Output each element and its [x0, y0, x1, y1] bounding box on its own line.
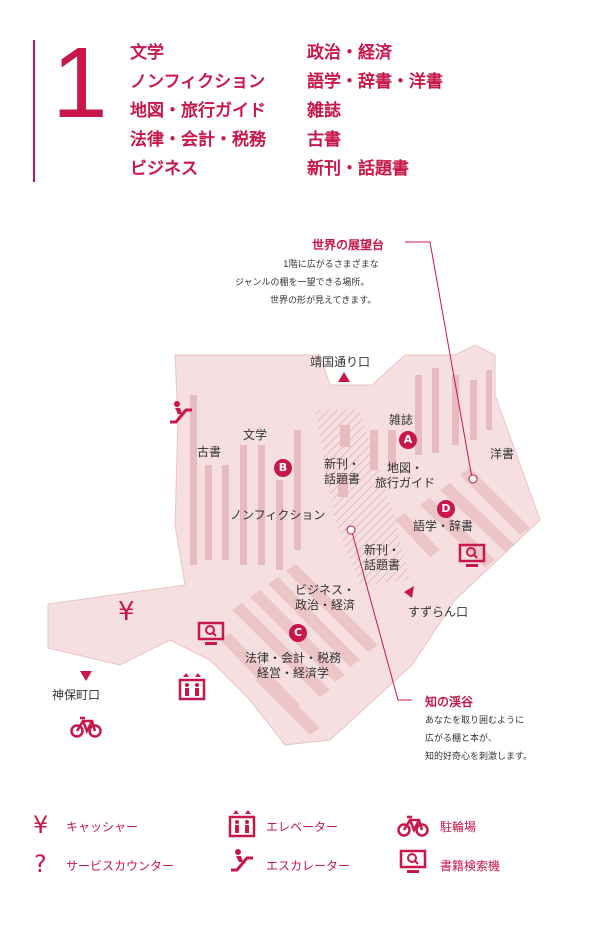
escalator-icon: [231, 849, 253, 872]
zone-a-marker: A: [399, 431, 417, 449]
observatory-callout-line: [405, 241, 473, 479]
observatory-line-1: 1階に広がるさまざまな: [283, 260, 379, 270]
valley-line-3: 知的好奇心を刺激します。: [425, 752, 533, 762]
map-cashier-symbol: ¥: [118, 597, 135, 627]
label-jimbocho-entrance: 神保町口: [52, 688, 101, 702]
label-law-accounting: 法律・会計・税務 経営・経済学: [245, 651, 342, 680]
entrance-jimbocho-marker: [80, 671, 92, 681]
label-business-politics: ビジネス・ 政治・経済: [295, 583, 356, 612]
entrance-yasukuni-marker: [338, 372, 350, 382]
legend-search-label: 書籍検索機: [440, 859, 501, 873]
shelves-left: [190, 368, 492, 570]
floor-number: 1: [52, 27, 108, 139]
search-terminal-icon: [197, 621, 225, 645]
category-nonfiction: ノンフィクション: [130, 72, 266, 92]
label-language-dictionary: 語学・辞書: [413, 519, 474, 533]
label-new-releases-2: 新刊・ 話題書: [364, 543, 401, 572]
category-new-releases: 新刊・話題書: [307, 159, 409, 179]
elevator-icon: [178, 673, 206, 701]
label-yasukuni-entrance: 靖国通り口: [310, 355, 371, 369]
zone-b-marker: B: [274, 459, 292, 477]
category-maps-travel: 地図・旅行ガイド: [130, 101, 266, 121]
category-politics-economy: 政治・経済: [307, 43, 392, 63]
valley-line-2: 広がる棚と本が、: [425, 734, 497, 744]
bicycle-icon: [397, 815, 429, 837]
label-literature: 文学: [243, 428, 268, 442]
zone-c-marker: C: [289, 624, 307, 642]
search-terminal-icon: [458, 543, 486, 567]
legend-bicycle-label: 駐輪場: [440, 820, 477, 834]
valley-title: 知の渓谷: [425, 695, 474, 709]
search-terminal-icon: [399, 849, 427, 873]
category-magazines: 雑誌: [307, 101, 341, 121]
yen-icon: ¥: [33, 811, 49, 839]
label-maps-travel: 地図・ 旅行ガイド: [375, 461, 436, 490]
observatory-line-3: 世界の形が見えてきます。: [270, 296, 377, 306]
observatory-line-2: ジャンルの棚を一望できる場所。: [235, 278, 370, 288]
legend-service-label: サービスカウンター: [66, 859, 175, 873]
valley-line-1: あなたを取り囲むように: [425, 716, 525, 726]
label-magazines: 雑誌: [389, 413, 414, 427]
legend-elevator-label: エレベーター: [266, 820, 339, 834]
atrium-area: [315, 410, 410, 585]
category-language-dictionary: 語学・辞書・洋書: [307, 72, 443, 92]
label-suzuran-entrance: すずらん口: [408, 605, 469, 619]
zone-d-marker: D: [437, 500, 455, 518]
question-icon: ?: [34, 850, 47, 878]
bicycle-icon: [70, 716, 102, 738]
observatory-title: 世界の展望台: [312, 238, 385, 252]
legend-escalator-label: エスカレーター: [266, 859, 351, 873]
valley-callout-line: [351, 531, 412, 701]
category-law-accounting: 法律・会計・税務: [130, 130, 266, 150]
label-old-books: 古書: [197, 445, 222, 459]
floor-divider: [33, 40, 35, 182]
elevator-icon: [228, 810, 256, 838]
escalator-icon: [170, 401, 192, 424]
label-nonfiction: ノンフィクション: [230, 508, 326, 522]
label-new-releases-1: 新刊・ 話題書: [324, 457, 361, 486]
category-old-books: 古書: [307, 130, 341, 150]
entrance-suzuran-marker: [404, 586, 414, 598]
category-business: ビジネス: [130, 159, 198, 179]
label-western-books: 洋書: [490, 447, 515, 461]
legend-cashier-label: キャッシャー: [66, 820, 139, 834]
category-literature: 文学: [130, 43, 164, 63]
